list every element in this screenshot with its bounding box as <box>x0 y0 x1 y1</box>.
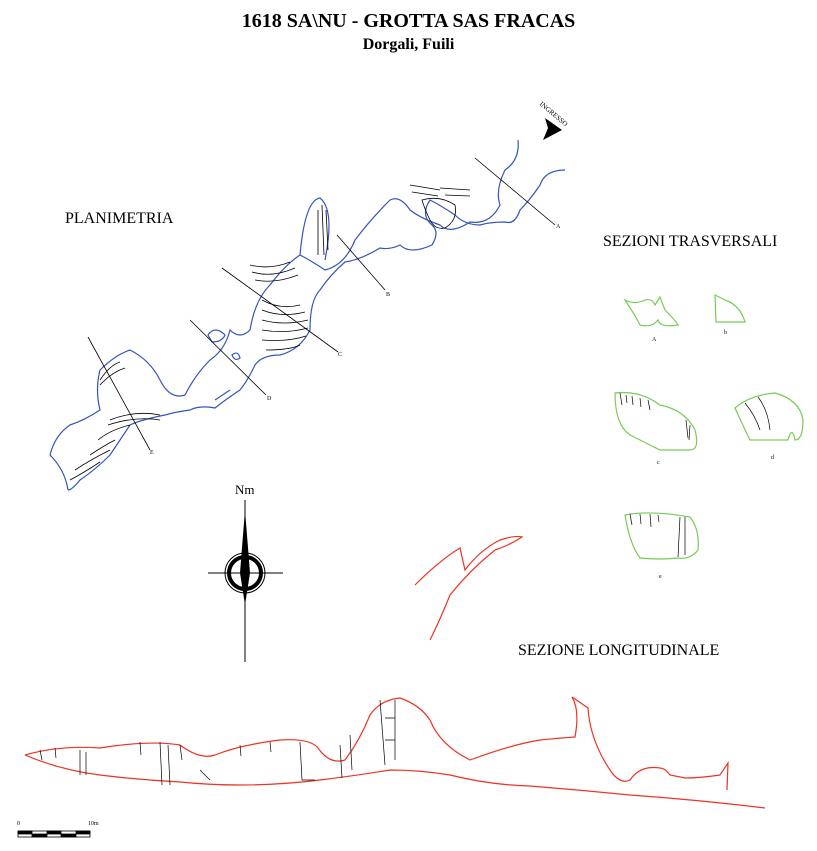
north-label: Nm <box>235 482 255 497</box>
cross-sections <box>614 294 804 560</box>
plan-outline <box>49 139 566 491</box>
plan-mark-d: D <box>267 396 272 402</box>
cross-label-d: d <box>771 455 774 461</box>
plan-section-lines <box>87 157 556 451</box>
plan-label: PLANIMETRIA <box>65 210 174 227</box>
plan-mark-c: C <box>338 352 343 358</box>
cross-label-b: b <box>724 330 727 336</box>
north-arrow-icon <box>208 500 283 662</box>
scale-bar <box>17 830 91 838</box>
plan-mark-e: E <box>150 450 154 456</box>
plan-mark-a: A <box>556 224 561 230</box>
plan-mark-b: B <box>386 292 391 298</box>
cross-label-c: c <box>657 460 660 466</box>
longitudinal-label: SEZIONE LONGITUDINALE <box>518 642 720 659</box>
scale-end: 10m <box>88 821 99 827</box>
scale-start: 0 <box>17 821 20 827</box>
cross-sections-label: SEZIONI TRASVERSALI <box>603 233 778 250</box>
longitudinal-details <box>39 699 396 786</box>
map-subtitle: Dorgali, Fuili <box>362 36 455 53</box>
entrance-arrow-icon <box>543 118 562 140</box>
plan-hatching <box>69 184 471 481</box>
map-title: 1618 SA\NU - GROTTA SAS FRACAS <box>241 10 576 32</box>
cross-label-a: A <box>652 337 657 343</box>
cross-label-e: e <box>659 574 662 580</box>
longitudinal-section <box>24 535 766 809</box>
